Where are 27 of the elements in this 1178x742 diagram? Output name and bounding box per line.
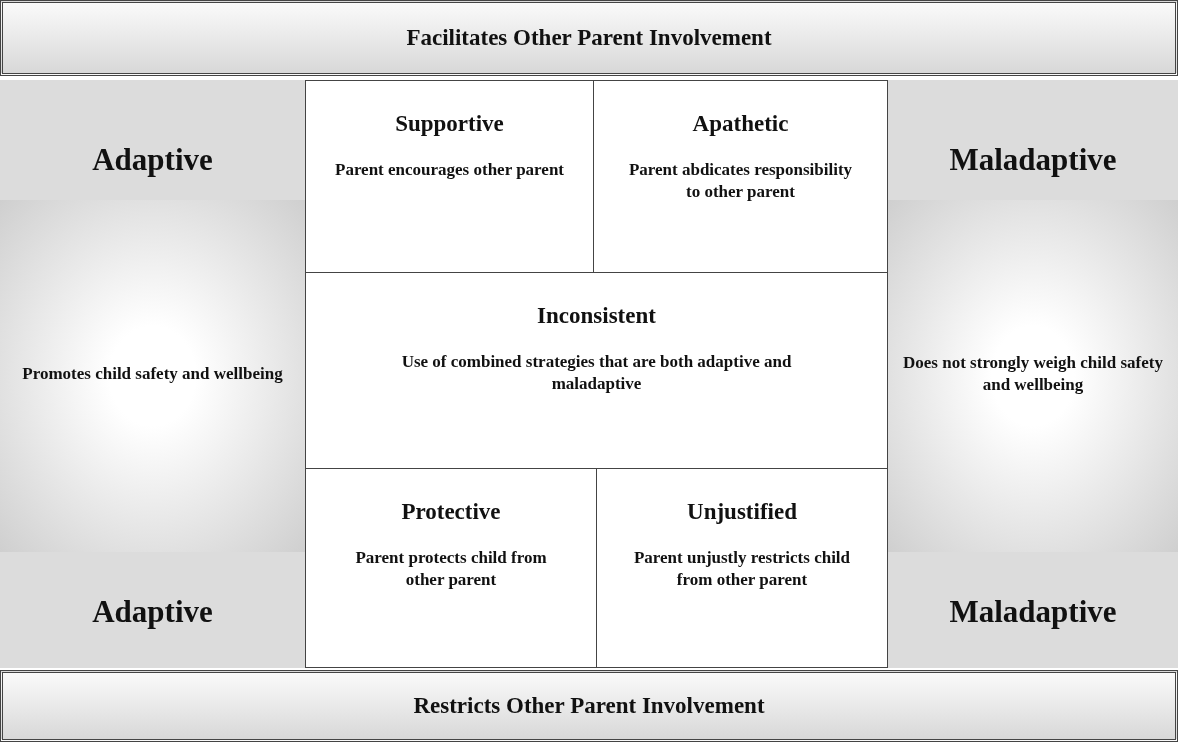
category-box bbox=[305, 468, 597, 668]
category-box bbox=[305, 80, 594, 273]
header-band bbox=[0, 670, 1178, 742]
panel-heading: Adaptive bbox=[91, 594, 214, 630]
category-box bbox=[596, 468, 888, 668]
side-panel bbox=[888, 80, 1178, 668]
panel-heading: Adaptive bbox=[91, 142, 214, 178]
box-heading: Apathetic bbox=[691, 111, 790, 137]
category-box bbox=[305, 272, 888, 469]
side-panel bbox=[0, 80, 305, 668]
header-band bbox=[0, 0, 1178, 76]
box-heading: Unjustified bbox=[686, 499, 798, 525]
panel-heading: Maladaptive bbox=[948, 594, 1118, 630]
panel-description: Does not strongly weigh child safety and wellbeing bbox=[902, 351, 1164, 396]
box-heading: Inconsistent bbox=[536, 303, 657, 329]
category-box bbox=[593, 80, 888, 273]
box-description: Parent encourages other parent bbox=[334, 159, 565, 181]
panel-description: Promotes child safety and wellbeing bbox=[21, 362, 284, 385]
box-description: Use of combined strategies that are both adaptive and maladaptive bbox=[400, 351, 793, 396]
panel-heading: Maladaptive bbox=[948, 142, 1118, 178]
band-title: Facilitates Other Parent Involvement bbox=[406, 25, 772, 51]
box-description: Parent unjustly restricts child from other parent bbox=[632, 547, 852, 592]
box-description: Parent protects child from other parent bbox=[354, 547, 548, 592]
band-title: Restricts Other Parent Involvement bbox=[413, 693, 765, 719]
box-heading: Protective bbox=[400, 499, 502, 525]
box-description: Parent abdicates responsibility to other parent bbox=[627, 159, 854, 204]
box-heading: Supportive bbox=[394, 111, 505, 137]
